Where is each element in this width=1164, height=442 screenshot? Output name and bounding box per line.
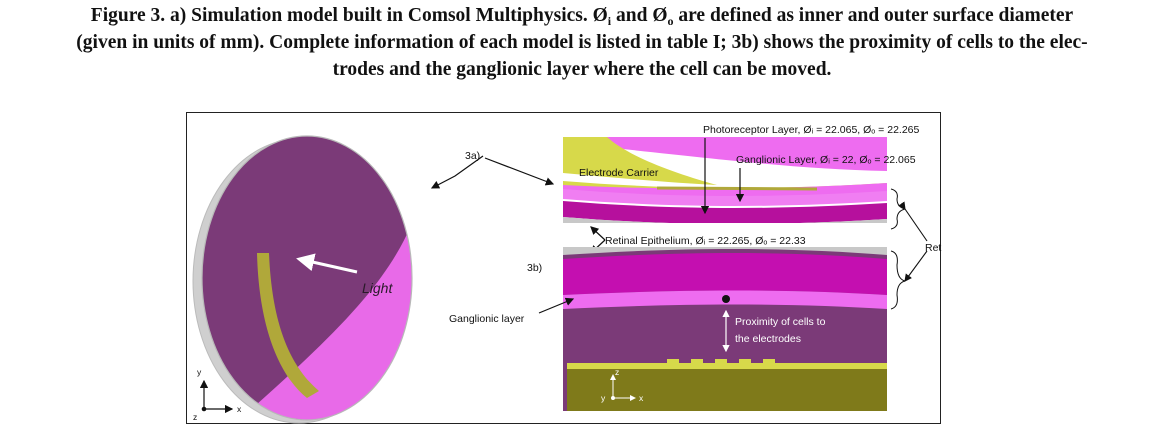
caption-sub-i: i (607, 14, 612, 28)
inset-axis-y-label: y (601, 393, 606, 403)
caption-text-b: and Ø (611, 5, 668, 26)
arrow-3a-right (484, 157, 555, 186)
lens-model: Light (192, 135, 413, 424)
label-3a: 3a) (465, 150, 480, 162)
retina-pointer-bottom (904, 250, 928, 282)
lens-pink-region (247, 223, 412, 420)
photoreceptor-layer-label: Photoreceptor Layer, Øᵢ = 22.065, Øₒ = 2… (703, 124, 920, 136)
retina-pointer-top (898, 201, 928, 242)
retina-label: Retina (925, 242, 942, 254)
panel-3b (563, 247, 887, 411)
ganglionic-layer-arrow (538, 297, 575, 314)
figure-illustration: Light y x z 3a) Electrode Carrier (192, 124, 942, 424)
figure-panel: Light y x z 3a) Electrode Carrier (186, 112, 942, 424)
electrode-carrier-label: Electrode Carrier (579, 167, 659, 179)
panel-3a (563, 137, 887, 223)
caption-line-3: trodes and the ganglionic layer where th… (332, 59, 832, 80)
epithelium-arrow-up (590, 226, 606, 241)
proximity-label-2: the electrodes (735, 333, 801, 345)
label-3b: 3b) (527, 262, 542, 274)
light-label: Light (362, 280, 393, 296)
inset-axes: z y x (601, 367, 644, 403)
electrode-strip (257, 253, 319, 398)
caption-text-c: are defined as inner and outer surface d… (673, 5, 1074, 26)
axis-x-label: x (237, 404, 242, 414)
caption-sub-o: o (667, 14, 674, 28)
caption-text-a: Figure 3. a) Simulation model built in C… (90, 5, 608, 26)
ganglionic-layer-dims-label: Ganglionic Layer, Øᵢ = 22, Øₒ = 22.065 (736, 154, 916, 166)
inset-axis-x-label: x (639, 393, 644, 403)
proximity-label-1: Proximity of cells to (735, 316, 826, 328)
caption-line-1: Figure 3. a) Simulation model built in C… (0, 2, 1164, 29)
retinal-epithelium-label: Retinal Epithelium, Øᵢ = 22.265, Øₒ = 22… (605, 235, 806, 247)
caption-line-2: (given in units of mm). Complete informa… (76, 32, 1088, 53)
figure-caption: Figure 3. a) Simulation model built in C… (0, 2, 1164, 83)
light-arrow (296, 253, 358, 274)
axis-z-label: z (193, 412, 197, 422)
retina-brace-top (890, 188, 906, 230)
axis-y-label: y (197, 367, 202, 377)
cell-marker (722, 295, 730, 303)
ganglionic-layer-label: Ganglionic layer (449, 313, 525, 325)
retina-brace-bottom (890, 250, 906, 310)
arrow-3a-left (430, 155, 484, 189)
inset-axis-z-label: z (615, 367, 619, 377)
main-axes: y x z (193, 367, 242, 422)
